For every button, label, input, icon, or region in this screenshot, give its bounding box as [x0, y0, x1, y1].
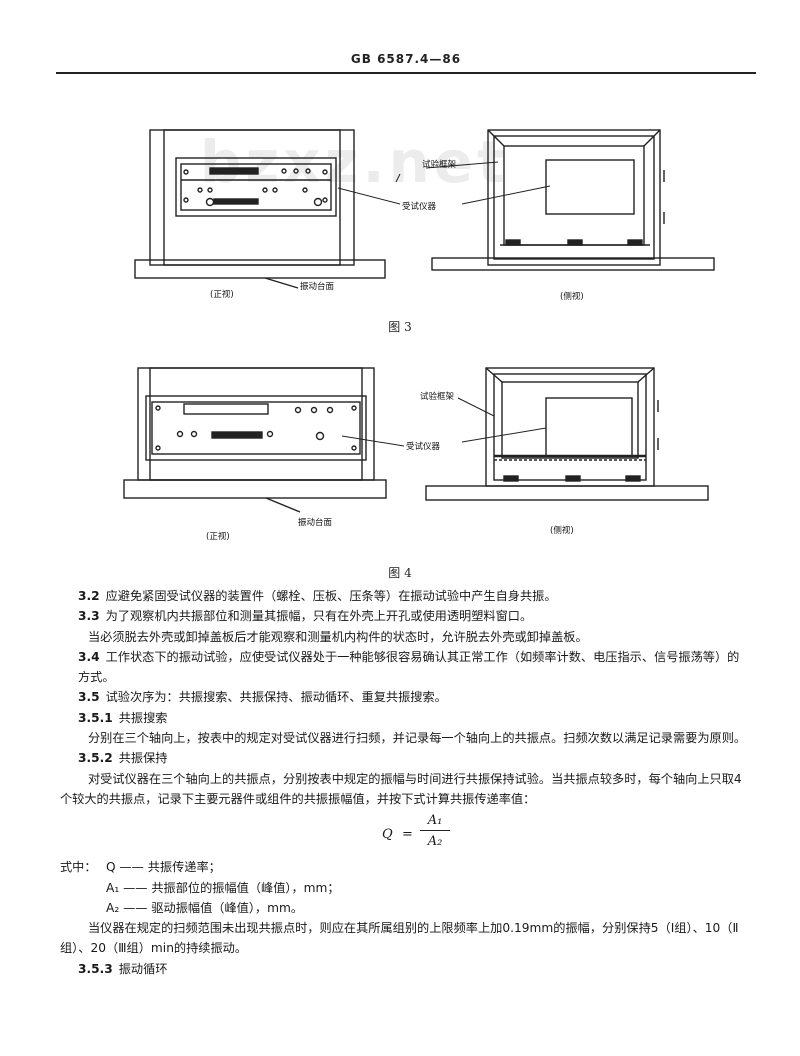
figure-4-front-label: (正视)	[206, 532, 230, 542]
figure-3-caption: 图 3	[388, 320, 412, 334]
watermark: bzxz.net	[200, 128, 509, 196]
figure-3-front-label: (正视)	[210, 290, 234, 300]
figure-4-drawing	[123, 367, 709, 513]
figure-3-side-label: (侧视)	[560, 292, 584, 302]
definition-a2: A₂ —— 驱动振幅值（峰值），mm。	[106, 900, 304, 915]
figure-4-table-label: 振动台面	[298, 518, 333, 528]
figure-4-side-label: (侧视)	[550, 526, 574, 536]
fraction-bar	[420, 830, 450, 832]
page-header: GB 6587.4—86	[56, 50, 756, 78]
figure-4-side-view	[425, 367, 709, 501]
figure-3-frame-label: 试验框架	[422, 160, 457, 170]
figure-4: 试验框架 受试仪器 振动台面 (正视) (侧视) 图 4	[0, 360, 800, 585]
formula-lhs: Q	[382, 827, 393, 843]
header-rule	[56, 72, 756, 74]
figure-3-table-label: 振动台面	[300, 282, 335, 292]
figure-3-drawing	[134, 129, 715, 289]
formula-equals: =	[402, 827, 413, 843]
clause-3-5-1-text: 分别在三个轴向上，按表中的规定对受试仪器进行扫频，并记录每一个轴向上的共振点。扫…	[88, 731, 747, 746]
formula-numerator: A₁	[427, 813, 443, 829]
figure-4-instrument-label: 受试仪器	[406, 442, 441, 452]
formula-denominator: A₂	[427, 834, 443, 850]
figure-4-frame-label: 试验框架	[420, 392, 455, 402]
transmissibility-formula: Q = A₁ A₂	[60, 811, 750, 855]
figure-3-instrument-label: 受试仪器	[402, 202, 437, 212]
figure-4-caption: 图 4	[388, 566, 412, 580]
standard-code: GB 6587.4—86	[350, 52, 462, 66]
definition-a1: A₁ —— 共振部位的振幅值（峰值），mm；	[106, 880, 340, 895]
figure-3: 试验框架 受试仪器 振动台面 (正视) (侧视) 图 3	[0, 120, 800, 340]
figure-3-front-view	[134, 129, 386, 289]
formula-fraction: A₁ A₂	[420, 811, 450, 852]
figure-3-side-view	[431, 129, 715, 271]
clause-3-5-2-note: 当仪器在规定的扫频范围未出现共振点时，则应在其所属组别的上限频率上加0.19mm…	[60, 921, 739, 956]
definition-q: 式中：Q —— 共振传递率；	[60, 860, 221, 875]
clause-3-3-continuation: 当必须脱去外壳或卸掉盖板后才能观察和测量机内构件的状态时，允许脱去外壳或卸掉盖板…	[88, 629, 588, 644]
figure-4-front-view	[123, 367, 387, 513]
clause-3-5-2-text: 对受试仪器在三个轴向上的共振点，分别按表中规定的振幅与时间进行共振保持试验。当共…	[60, 771, 742, 806]
